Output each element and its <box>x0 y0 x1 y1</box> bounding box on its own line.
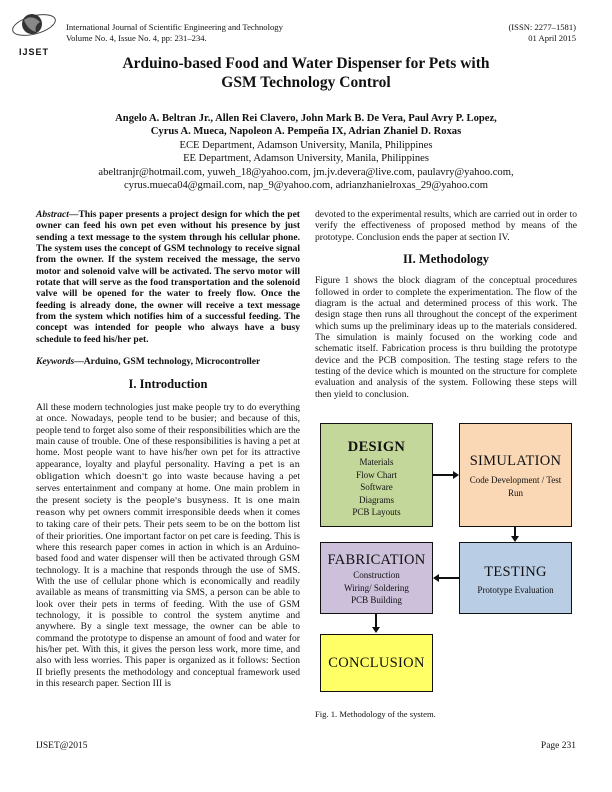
arrow-testing-to-fabrication <box>438 577 459 579</box>
testing-title: TESTING <box>484 564 547 580</box>
section-heading-introduction: I. Introduction <box>128 377 208 392</box>
testing-item: Prototype Evaluation <box>477 585 554 595</box>
authors-line-2: Cyrus A. Mueca, Napoleon A. Pempeña IX, … <box>150 126 462 138</box>
journal-info: International Journal of Scientific Engi… <box>66 22 283 43</box>
left-column: Abstract—This paper presents a project d… <box>36 209 300 689</box>
intro-text-emphasis: Having a pet is an obligation which does… <box>36 459 300 482</box>
title-text: Arduino-based Food and Water Dispenser f… <box>122 55 490 91</box>
fabrication-title: FABRICATION <box>327 552 426 568</box>
intro-paragraph-continued: devoted to the experimental results, whi… <box>315 209 577 243</box>
design-item: Materials <box>359 457 394 467</box>
intro-text: why pet owners commit irresponsible deed… <box>36 506 300 690</box>
design-title: DESIGN <box>347 439 406 455</box>
section-heading-methodology: II. Methodology <box>402 252 490 267</box>
fabrication-item: Construction <box>353 570 400 580</box>
emails-2: cyrus.mueca04@gmail.com, nap_9@yahoo.com… <box>123 180 489 192</box>
journal-name: International Journal of Scientific Engi… <box>66 22 283 32</box>
emails-1: abeltranjr@hotmail.com, yuweh_18@yahoo.c… <box>98 166 514 178</box>
arrowhead-icon <box>372 627 380 633</box>
journal-logo: IJSET <box>10 8 58 57</box>
testing-block: TESTING Prototype Evaluation <box>459 542 572 614</box>
issn: (ISSN: 2277–1581) <box>508 22 576 32</box>
issue-date: 01 April 2015 <box>528 32 576 43</box>
methodology-paragraph: Figure 1 shows the block diagram of the … <box>315 275 577 400</box>
right-column: devoted to the experimental results, whi… <box>315 209 577 400</box>
arrow-fabrication-to-conclusion <box>375 614 377 628</box>
simulation-item: Code Development / Test Run <box>469 475 562 498</box>
keywords-text: —Arduino, GSM technology, Microcontrolle… <box>74 356 261 368</box>
intro-text-emphasis: the people's busyness. It is one main re… <box>36 495 300 518</box>
design-item: Software <box>360 482 393 492</box>
abstract-label: Abstract <box>36 209 69 220</box>
design-item: Flow Chart <box>356 469 397 480</box>
simulation-block: SIMULATION Code Development / Test Run <box>459 423 572 527</box>
fabrication-item: PCB Building <box>351 595 402 605</box>
page-number: Page 231 <box>540 741 576 751</box>
author-block: Angelo A. Beltran Jr., Allen Rei Clavero… <box>0 112 612 192</box>
authors-line-1: Angelo A. Beltran Jr., Allen Rei Clavero… <box>115 113 497 124</box>
intro-text: go into waste because having a pet serve… <box>36 470 300 506</box>
conclusion-title: CONCLUSION <box>328 655 425 671</box>
keywords: Keywords—Arduino, GSM technology, Microc… <box>36 356 300 367</box>
keywords-label: Keywords <box>36 356 75 368</box>
fabrication-item: Wiring/ Soldering <box>344 582 409 593</box>
abstract: Abstract—This paper presents a project d… <box>36 209 300 345</box>
arrowhead-icon <box>453 471 459 479</box>
simulation-title: SIMULATION <box>469 453 562 469</box>
arrow-design-to-simulation <box>433 474 455 476</box>
footer-copyright: IJSET@2015 <box>36 741 88 751</box>
affiliation-2: EE Department, Adamson University, Manil… <box>183 153 429 165</box>
design-item: Diagrams <box>359 494 394 505</box>
intro-paragraph: All these modern technologies just make … <box>36 402 300 690</box>
conclusion-block: CONCLUSION <box>320 634 433 692</box>
arrowhead-icon <box>433 574 439 582</box>
figure-caption: Fig. 1. Methodology of the system. <box>315 709 436 719</box>
arrow-simulation-to-testing <box>514 527 516 537</box>
fabrication-block: FABRICATION Construction Wiring/ Solderi… <box>320 542 433 614</box>
design-item: PCB Layouts <box>352 507 401 517</box>
journal-issn-date: (ISSN: 2277–1581) 01 April 2015 <box>508 22 576 43</box>
arrowhead-icon <box>511 536 519 542</box>
abstract-text: —This paper presents a project design fo… <box>36 209 300 345</box>
design-block: DESIGN Materials Flow Chart Software Dia… <box>320 423 433 527</box>
logo-text: IJSET <box>18 47 49 57</box>
intro-text: All these modern technologies just make … <box>36 401 300 470</box>
paper-title: Arduino-based Food and Water Dispenser f… <box>0 54 612 92</box>
journal-volume: Volume No. 4, Issue No. 4, pp: 231–234. <box>66 32 207 43</box>
affiliation-1: ECE Department, Adamson University, Mani… <box>179 139 433 151</box>
